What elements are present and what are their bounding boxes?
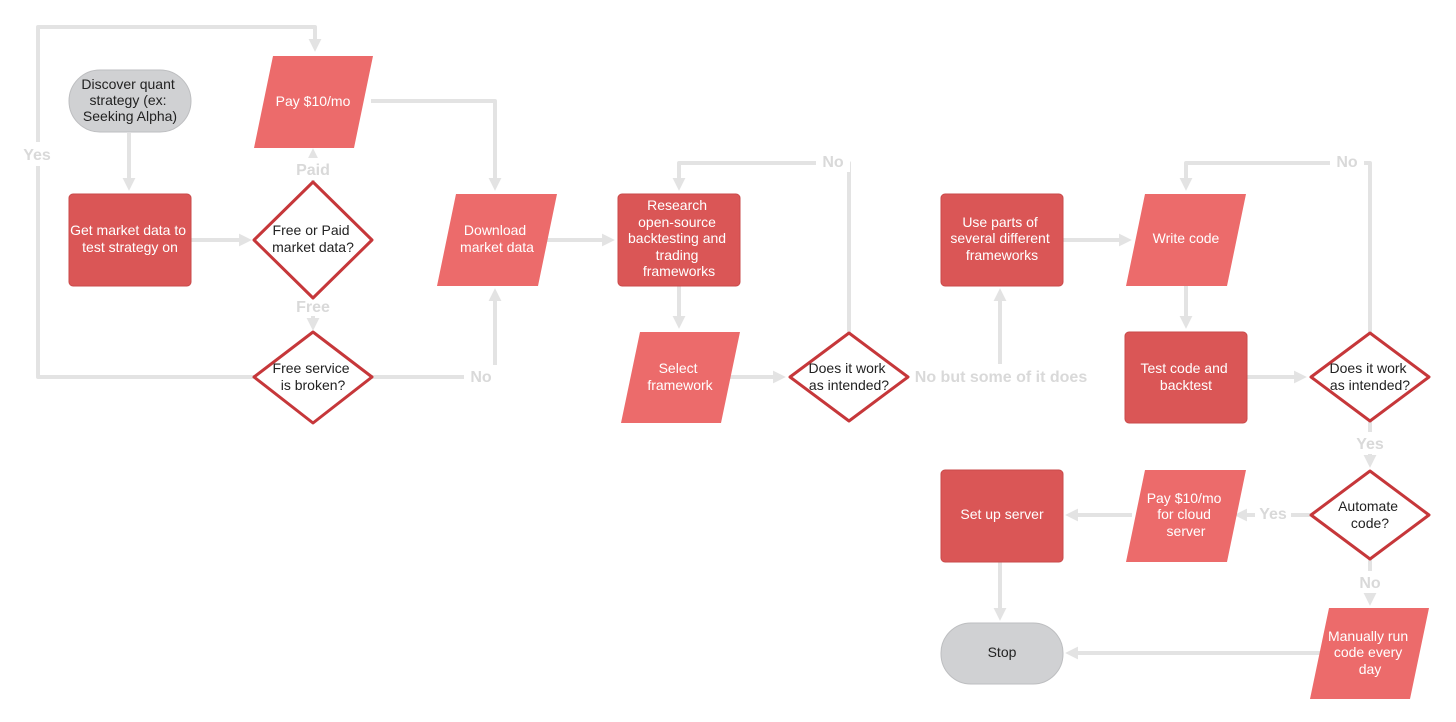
- node-test-code: Test code and backtest: [1124, 331, 1248, 424]
- node-pay-10: Pay $10/mo: [254, 56, 373, 148]
- svg-text:Discover quant strategy: Discover quant strategy (ex: Seeking Alp…: [81, 76, 178, 124]
- edge-label-yes-loop: Yes: [23, 147, 51, 164]
- node-free-broken: Free service is broken?: [252, 330, 374, 425]
- io-shape: [254, 56, 373, 148]
- node-stop: Stop: [940, 622, 1064, 685]
- decision-shape: [252, 180, 374, 300]
- node-use-parts: Use parts of several different framework…: [940, 193, 1064, 287]
- svg-text:Stop: Stop: [988, 644, 1017, 660]
- io-shape: [437, 194, 557, 286]
- edge-label-no-download: No: [470, 369, 492, 386]
- node-free-or-paid: Free or Paid market data?: [252, 180, 374, 300]
- edge-broken-yes-to-pay: [36, 25, 322, 379]
- node-select-framework: Select framework: [621, 332, 740, 423]
- decision-shape: [1309, 331, 1431, 423]
- process-shape: [68, 193, 192, 287]
- io-shape: [621, 332, 740, 423]
- edge-label-paid: Paid: [296, 162, 330, 179]
- terminal-shape: [940, 622, 1064, 685]
- svg-text:Automate code?: Automate code?: [1338, 498, 1402, 531]
- edge-label-no-write: No: [1336, 154, 1358, 171]
- edge-label-no-research: No: [822, 154, 844, 171]
- svg-text:Does it work as intended: Does it work as intended?: [1330, 360, 1411, 393]
- io-shape: [1126, 194, 1246, 286]
- node-write-code: Write code: [1126, 194, 1246, 286]
- edge-label-no-manual: No: [1359, 575, 1381, 592]
- edge-label-partial: No but some of it does: [915, 369, 1088, 386]
- node-research: Research open-source backtesting and tra…: [617, 193, 741, 287]
- svg-text:Write code: Write code: [1153, 230, 1220, 246]
- node-get-market-data: Get market data to test strategy on: [68, 193, 192, 287]
- svg-text:Download market data: Download market data: [460, 222, 534, 255]
- edge-labels: Yes Paid Free No No No but some of it do…: [14, 142, 1388, 593]
- node-pay-cloud: Pay $10/mo for cloud server: [1126, 470, 1246, 562]
- svg-text:Free or Paid market data: Free or Paid market data?: [272, 222, 354, 255]
- node-setup-server: Set up server: [940, 469, 1064, 563]
- node-discover: Discover quant strategy (ex: Seeking Alp…: [68, 69, 192, 133]
- svg-text:Set up server: Set up server: [960, 506, 1044, 522]
- io-shape: [1310, 608, 1429, 699]
- svg-text:Research open-source: Research open-source backtesting and tra…: [628, 197, 730, 279]
- edge-label-yes-cloud: Yes: [1259, 506, 1287, 523]
- edge-pay-to-download: [371, 99, 502, 191]
- svg-text:Free service is broken?: Free service is broken?: [273, 360, 354, 393]
- svg-text:Get market data to test: Get market data to test strategy on: [70, 222, 190, 255]
- decision-shape: [788, 331, 910, 423]
- decision-shape: [252, 330, 374, 425]
- svg-text:Manually run code every: Manually run code every day: [1328, 628, 1412, 677]
- svg-text:Pay $10/mo: Pay $10/mo: [276, 93, 351, 109]
- node-download: Download market data: [437, 194, 557, 286]
- edge-works-no-to-research: [672, 161, 851, 333]
- process-shape: [617, 193, 741, 287]
- svg-text:Use parts of several dif: Use parts of several different framework…: [950, 214, 1053, 263]
- process-shape: [1124, 331, 1248, 424]
- io-shape: [1126, 470, 1246, 562]
- node-does-work-1: Does it work as intended?: [788, 331, 910, 423]
- svg-text:Pay $10/mo for cloud: Pay $10/mo for cloud server: [1147, 490, 1226, 539]
- edge-label-yes-automate: Yes: [1356, 436, 1384, 453]
- node-does-work-2: Does it work as intended?: [1309, 331, 1431, 423]
- edge-label-free: Free: [296, 299, 330, 316]
- process-shape: [940, 469, 1064, 563]
- decision-shape: [1309, 469, 1431, 561]
- terminal-shape: [68, 69, 192, 133]
- edge-broken-no-to-download: [372, 288, 502, 379]
- svg-text:Select framework: Select framework: [647, 360, 713, 393]
- node-automate: Automate code?: [1309, 469, 1431, 561]
- edge-works2-no-to-write: [1179, 161, 1372, 333]
- svg-text:Does it work as intended: Does it work as intended?: [809, 360, 890, 393]
- node-manual-run: Manually run code every day: [1310, 608, 1429, 699]
- svg-text:Test code and backtest: Test code and backtest: [1140, 360, 1231, 393]
- process-shape: [940, 193, 1064, 287]
